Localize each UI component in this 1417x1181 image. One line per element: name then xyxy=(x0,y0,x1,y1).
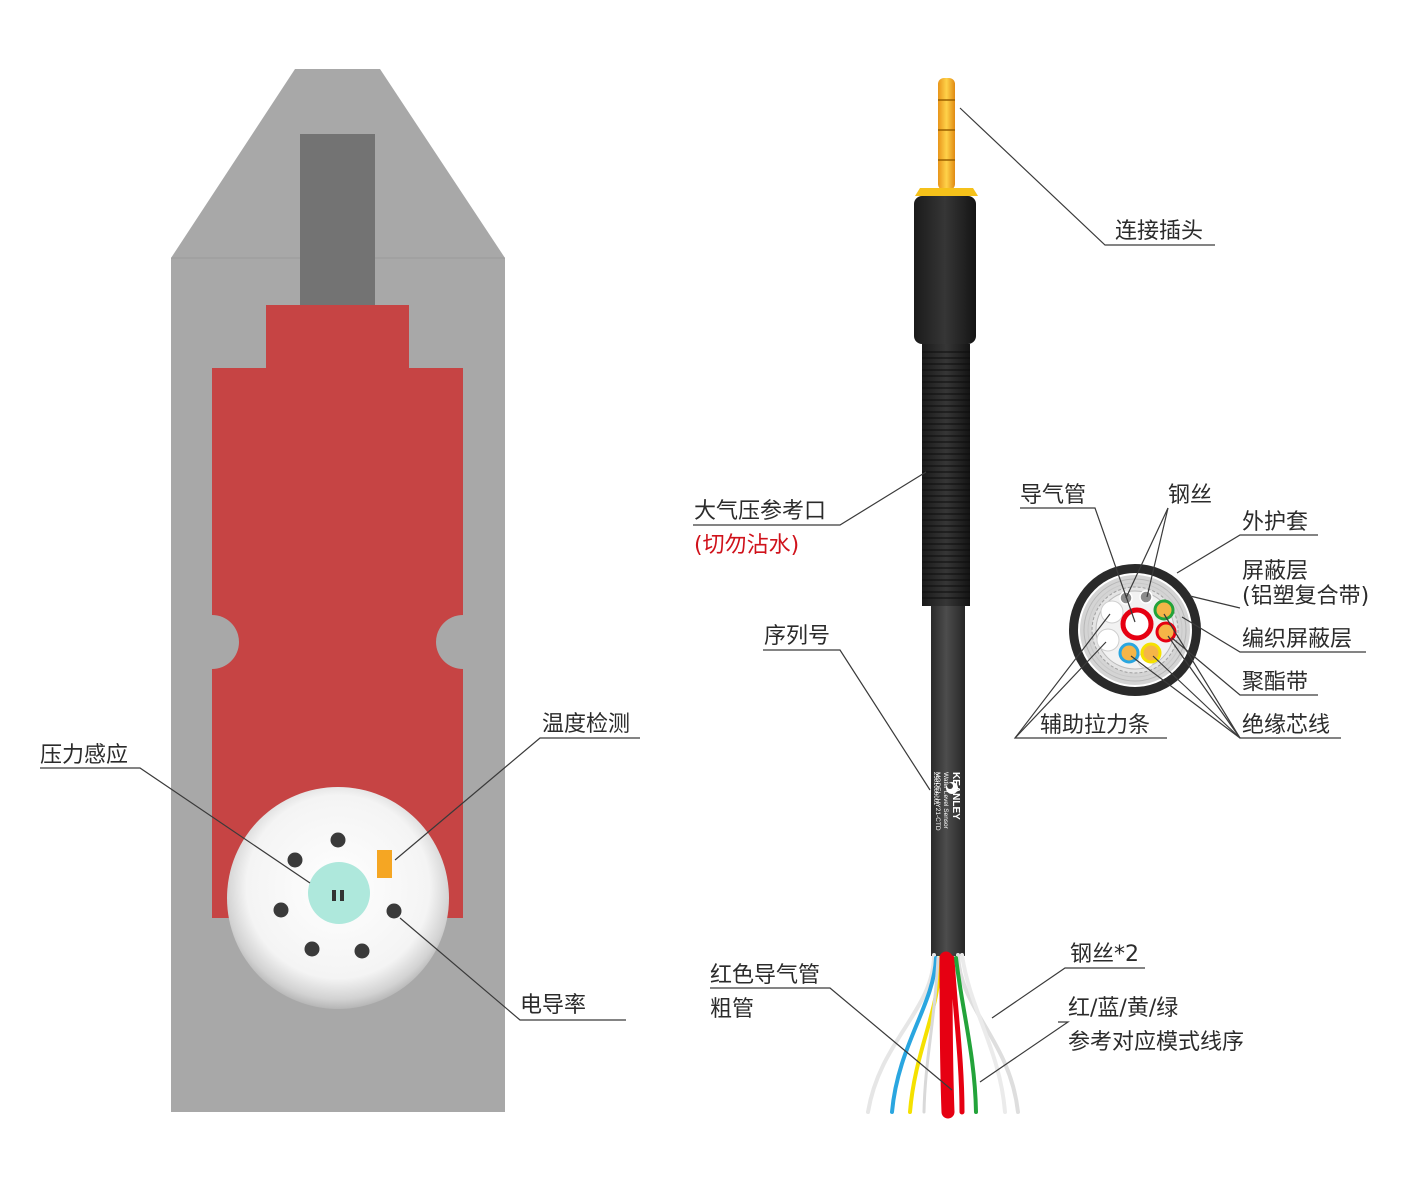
label-atmos-warning: (切勿沾水) xyxy=(694,533,799,558)
label-serial: 序列号 xyxy=(764,624,830,649)
leader-color-seq xyxy=(979,1021,1070,1083)
endcap-hole xyxy=(287,852,303,868)
sensor-housing xyxy=(171,69,505,1112)
leader-core-2 xyxy=(1167,635,1241,739)
leader-braided xyxy=(1181,616,1366,653)
leader-serial xyxy=(763,649,931,791)
leader-atmos xyxy=(693,471,927,526)
connector-plug xyxy=(915,78,978,196)
sensor-endcap xyxy=(227,787,449,1009)
endcap-hole xyxy=(273,902,289,918)
connector-body xyxy=(914,196,976,344)
wire-blue xyxy=(890,956,938,1114)
label-steel-wire-2: 钢丝*2 xyxy=(1070,942,1139,967)
pressure-sensor-pin xyxy=(340,890,344,901)
cable-cross-section xyxy=(1069,564,1201,696)
leader-steel-wire-b xyxy=(1146,507,1169,598)
label-plug: 连接插头 xyxy=(1115,219,1203,244)
housing-rod xyxy=(300,134,375,306)
wire-white xyxy=(956,953,1020,1114)
label-red-tube: 红色导气管 xyxy=(710,963,820,988)
label-air-tube: 导气管 xyxy=(1020,483,1086,508)
label-braided-shield: 编织屏蔽层 xyxy=(1242,627,1352,652)
wire-yellow xyxy=(908,956,942,1114)
cable-print-serial: 2501000001 xyxy=(932,772,938,806)
air-tube xyxy=(1120,607,1154,641)
label-insulated-core: 绝缘芯线 xyxy=(1242,713,1330,738)
leader-aux-2 xyxy=(1014,641,1107,739)
label-conductivity: 电导率 xyxy=(520,993,586,1018)
wire-red xyxy=(949,955,965,1115)
leader-steel-wire xyxy=(991,967,1145,1019)
body-notch-left xyxy=(185,615,239,669)
steel-wire xyxy=(1139,590,1153,604)
label-pressure: 压力感应 xyxy=(40,743,128,768)
leader-temperature xyxy=(394,737,640,861)
label-aux-tension: 辅助拉力条 xyxy=(1040,713,1150,738)
leader-red-tube xyxy=(710,987,953,1091)
leader-polyester xyxy=(1171,637,1318,696)
cable-print-brand: KEANLEY xyxy=(950,772,961,820)
endcap-hole xyxy=(354,943,370,959)
wire-white xyxy=(866,953,936,1114)
aux-tension-strand xyxy=(1100,600,1124,624)
leader-outer-jacket xyxy=(1176,534,1318,574)
leader-pressure xyxy=(40,767,311,884)
cable-print-model: MODEL: HY21-CTD xyxy=(934,772,941,831)
label-red-tube-thick: 粗管 xyxy=(710,997,754,1022)
wire-red xyxy=(939,951,955,1119)
label-steel-wire: 钢丝 xyxy=(1168,483,1212,508)
leader-steel-wire-a xyxy=(1125,507,1169,599)
label-polyester-tape: 聚酯带 xyxy=(1242,670,1308,695)
label-shield: 屏蔽层 xyxy=(1242,559,1308,584)
core-green xyxy=(1153,599,1175,621)
label-atmos: 大气压参考口 xyxy=(694,499,826,524)
leader-core-3 xyxy=(1152,655,1241,739)
leader-air-tube xyxy=(1020,507,1136,623)
label-color-seq-ref: 参考对应模式线序 xyxy=(1068,1030,1244,1055)
label-outer-jacket: 外护套 xyxy=(1242,510,1308,535)
exposed-wires xyxy=(866,951,1020,1119)
cable-print-product: Water Level Sensor xyxy=(942,772,949,830)
pressure-sensor-pin xyxy=(332,890,336,901)
leader-plug xyxy=(959,107,1215,246)
cable-jacket xyxy=(931,606,965,956)
wire-white xyxy=(922,956,940,1114)
leader-core-4 xyxy=(1130,655,1241,739)
label-color-seq: 红/蓝/黄/绿 xyxy=(1068,996,1178,1021)
temperature-sensor xyxy=(377,850,392,878)
leader-conductivity xyxy=(399,917,626,1021)
pressure-sensor xyxy=(308,862,370,924)
endcap-hole xyxy=(304,941,320,957)
body-notch-right xyxy=(436,615,490,669)
label-shield-type: (铝塑复合带) xyxy=(1242,584,1369,609)
strain-relief-boot xyxy=(922,344,970,606)
leader-shield xyxy=(1189,595,1241,609)
wire-white xyxy=(960,953,1007,1114)
wire-green xyxy=(954,956,978,1114)
cable-print: KEANLEY Water Level Sensor MODEL: HY21-C… xyxy=(932,772,961,831)
endcap-hole xyxy=(386,903,402,919)
label-temperature: 温度检测 xyxy=(542,712,630,737)
sensor-body xyxy=(212,305,463,918)
core-yellow xyxy=(1140,642,1162,664)
endcap-hole xyxy=(330,832,346,848)
